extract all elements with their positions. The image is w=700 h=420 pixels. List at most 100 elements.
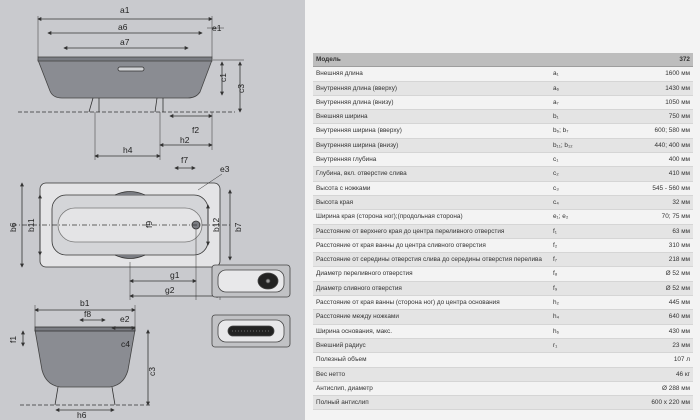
spec-name: Расстояние от края ванны до центра сливн…: [316, 241, 486, 249]
spec-name: Внутренняя длина (вверху): [316, 84, 398, 92]
dim-b11: b11: [26, 218, 36, 232]
overflow-thumbnail: [211, 264, 291, 298]
dim-f8: f8: [84, 309, 91, 319]
dim-h6: h6: [77, 410, 87, 420]
spec-symbol: a₁: [553, 70, 559, 78]
spec-name: Расстояние от середины отверстия слива д…: [316, 256, 542, 264]
spec-value: 600; 580 мм: [654, 127, 690, 135]
dim-e1: e1: [212, 23, 222, 33]
spec-row: Диаметр переливного отверстия f₈ Ø 52 мм: [313, 267, 693, 282]
spec-symbol: f₂: [553, 241, 558, 249]
dim-c1: c1: [218, 73, 228, 82]
spec-value: 70; 75 мм: [661, 213, 690, 221]
spec-value: 23 мм: [672, 341, 690, 349]
spec-row: Внешняя ширина b₁ 750 мм: [313, 110, 693, 125]
dim-b12: b12: [211, 218, 221, 232]
spec-symbol: a₆: [553, 84, 560, 92]
spec-value: 445 мм: [668, 299, 690, 307]
spec-row: Расстояние между ножками h₄ 640 мм: [313, 310, 693, 325]
dim-f7: f7: [181, 155, 188, 165]
spec-value: 640 мм: [668, 313, 690, 321]
spec-row: Внутренняя ширина (внизу) b₁₁; b₁₂ 440; 40…: [313, 138, 693, 154]
spec-name: Антислип, диаметр: [316, 384, 373, 392]
spec-value: 600 x 220 мм: [651, 399, 690, 407]
spec-name: Глубина, вкл. отверстие слива: [316, 170, 407, 178]
spec-name: Расстояние между ножками: [316, 313, 399, 321]
dim-c3: c3: [236, 84, 246, 93]
spec-symbol: b₁₁; b₁₂: [553, 141, 573, 149]
spec-symbol: b₁: [553, 113, 559, 121]
dim-b7: b7: [233, 222, 243, 232]
dim-e3: e3: [220, 164, 230, 174]
side-view: [18, 16, 244, 160]
spec-name: Высота края: [316, 198, 354, 206]
spec-name: Расстояние от верхнего края до центра пе…: [316, 227, 505, 235]
spec-name: Полный антислип: [316, 399, 369, 407]
spec-symbol: f₇: [553, 256, 557, 264]
spec-value: 1430 мм: [665, 84, 690, 92]
spec-name: Внешний радиус: [316, 341, 366, 349]
dim-f2: f2: [192, 125, 199, 135]
spec-value: 440; 400 мм: [654, 141, 690, 149]
dim-a6: a6: [118, 22, 128, 32]
spec-row: Ширина края (сторона ног);(продольная ст…: [313, 210, 693, 225]
spec-row: Высота края c₄ 32 мм: [313, 195, 693, 211]
spec-symbol: c₁: [553, 156, 559, 164]
spec-name: Внешняя ширина: [316, 113, 368, 121]
spec-symbol: c₄: [553, 198, 559, 206]
spec-value: 218 мм: [668, 256, 690, 264]
dim-f9: f9: [144, 221, 154, 228]
spec-symbol: h₄: [553, 313, 560, 321]
spec-row: Расстояние от края ванны (сторона ног) д…: [313, 296, 693, 311]
spec-row: Внутренняя длина (вверху) a₆ 1430 мм: [313, 81, 693, 96]
spec-name: Полезный объем: [316, 356, 367, 364]
spec-row: Расстояние от края ванны до центра сливн…: [313, 239, 693, 254]
top-view: [12, 166, 232, 300]
spec-value: 545 - 560 мм: [652, 184, 690, 192]
spec-name: Ширина края (сторона ног);(продольная ст…: [316, 213, 463, 221]
dim-c3-end: c3: [147, 367, 157, 376]
spec-symbol: e₁; e₂: [553, 213, 569, 221]
spec-name: Ширина основания, макс.: [316, 327, 393, 335]
spec-row: Глубина, вкл. отверстие слива c₂ 410 мм: [313, 167, 693, 182]
dim-h2: h2: [180, 135, 190, 145]
spec-header-model: 372: [679, 56, 690, 63]
technical-drawing-panel: a1 e1 a6 a7 c1 c3 f2 h2 h4: [0, 0, 305, 420]
spec-name: Диаметр переливного отверстия: [316, 270, 413, 278]
bathtub-technical-drawing: a1 e1 a6 a7 c1 c3 f2 h2 h4: [8, 5, 291, 420]
spec-name: Расстояние от края ванны (сторона ног) д…: [316, 299, 500, 307]
spec-value: Ø 52 мм: [665, 270, 690, 278]
spec-row: Внешний радиус r₁ 23 мм: [313, 338, 693, 354]
spec-symbol: c₃: [553, 184, 559, 192]
dim-a1: a1: [120, 5, 130, 15]
spec-symbol: f₁: [553, 227, 557, 235]
spec-value: 750 мм: [668, 113, 690, 121]
spec-name: Внутренняя длина (внизу): [316, 98, 394, 106]
dim-f1: f1: [8, 336, 18, 343]
spec-header-row: Модель 372: [313, 53, 693, 68]
spec-symbol: f₈: [553, 270, 558, 278]
spec-symbol: h₆: [553, 327, 560, 335]
spec-row: Расстояние от верхнего края до центра пе…: [313, 224, 693, 239]
spec-name: Внутренняя ширина (внизу): [316, 141, 399, 149]
dim-b1: b1: [80, 298, 90, 308]
spec-name: Внешняя длина: [316, 70, 363, 78]
spec-value: 46 кг: [675, 370, 690, 378]
spec-symbol: f₉: [553, 284, 558, 292]
spec-value: 32 мм: [672, 198, 690, 206]
spec-symbol: c₂: [553, 170, 559, 178]
spec-value: 410 мм: [668, 170, 690, 178]
spec-symbol: b₆; b₇: [553, 127, 569, 135]
spec-symbol: r₁: [553, 341, 558, 349]
spec-value: 310 мм: [668, 241, 690, 249]
